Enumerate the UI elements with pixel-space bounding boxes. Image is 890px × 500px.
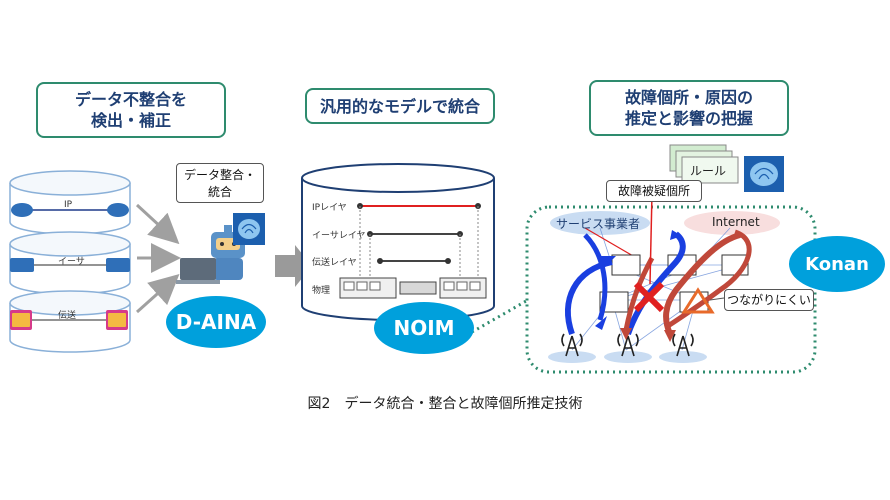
left-title-box: データ不整合を 検出・補正 (36, 82, 226, 138)
transport-cylinder (9, 290, 131, 353)
rule-cards-icon (669, 144, 739, 184)
note-line2: 統合 (207, 185, 232, 199)
warning-icon (681, 287, 715, 314)
middle-title: 汎用的なモデルで統合 (319, 96, 480, 116)
physical-layer-name: 物理 (312, 286, 331, 296)
noim-cylinder (301, 163, 495, 321)
fault-x-icon (633, 281, 665, 313)
transport-layer-name: 伝送レイヤ (312, 258, 357, 268)
ether-layer-name: イーサレイヤ (312, 231, 366, 241)
service-provider-label: サービス事業者 (556, 217, 641, 231)
antenna-icon (672, 333, 694, 357)
data-integration-note: データ整合・ 統合 (176, 163, 264, 203)
d-aina-oval: D-AINA (166, 296, 266, 348)
hard-to-connect-label: つながりにくい (724, 289, 814, 311)
right-title-box: 故障個所・原因の 推定と影響の把握 (589, 80, 789, 136)
figure-caption: 図2 データ統合・整合と故障個所推定技術 (307, 396, 583, 412)
internet-label: Internet (712, 215, 760, 229)
right-title-line2: 推定と影響の把握 (624, 109, 753, 128)
left-title-line2: 検出・補正 (90, 111, 171, 130)
service-cloud (550, 211, 650, 235)
note-line1: データ整合・ (183, 168, 256, 182)
left-title-line1: データ不整合を (74, 90, 187, 109)
robot-operator-icon (176, 225, 245, 284)
konan-oval: Konan (789, 236, 885, 292)
antenna-icon (561, 333, 583, 357)
transport-layer-label: 伝送 (58, 311, 77, 321)
ip-cylinder (9, 170, 131, 235)
ai-brain-icon (744, 156, 784, 192)
ai-brain-icon (233, 213, 265, 245)
ip-layer-name: IPレイヤ (312, 203, 347, 213)
ip-layer-label: IP (64, 200, 73, 210)
ether-cylinder (9, 231, 131, 295)
traffic-arrow-red (663, 232, 741, 336)
antenna-icon (617, 333, 639, 357)
ether-layer-label: イーサ (58, 257, 85, 267)
noim-oval: NOIM (374, 302, 474, 354)
rule-label: ルール (690, 164, 727, 178)
middle-title-box: 汎用的なモデルで統合 (305, 88, 495, 124)
internet-cloud (684, 211, 780, 235)
fault-suspect-label: 故障被疑個所 (606, 180, 702, 202)
right-title-line1: 故障個所・原因の (624, 88, 753, 107)
